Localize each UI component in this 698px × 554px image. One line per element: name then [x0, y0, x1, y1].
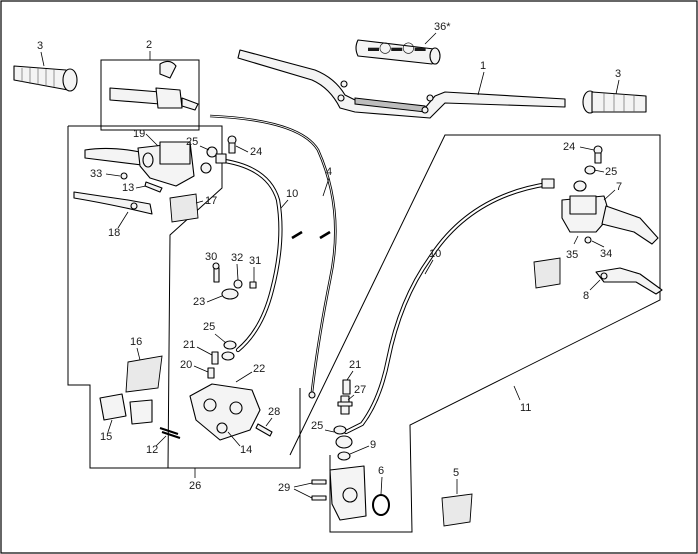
front-brake-lever-part — [73, 191, 153, 215]
callout-29: 29 — [278, 482, 290, 494]
screw-34-part — [584, 236, 592, 244]
callout-16: 16 — [130, 336, 142, 348]
front-brake-hose-part — [215, 153, 283, 353]
callout-34: 34 — [600, 248, 612, 260]
callout-8: 8 — [583, 290, 589, 302]
banjo-bolt-24-rear-part — [593, 145, 603, 164]
callout-26: 26 — [189, 480, 201, 492]
callout-14: 14 — [240, 444, 252, 456]
banjo-bolt-21-front-part — [211, 351, 219, 365]
banjo-bolt-21-rear-part — [342, 379, 351, 395]
callout-5: 5 — [453, 467, 459, 479]
rear-brake-lever-part — [595, 267, 663, 295]
decal-5-part — [441, 493, 473, 527]
callout-31: 31 — [249, 255, 261, 267]
nut-31-part — [249, 281, 257, 289]
callout-23: 23 — [193, 296, 205, 308]
callout-3-right: 3 — [615, 68, 621, 80]
right-grip-part — [582, 90, 647, 114]
left-grip-part — [13, 65, 78, 92]
callout-33: 33 — [90, 168, 102, 180]
callout-10-rear: 10 — [429, 248, 441, 260]
callout-25-caliper: 25 — [203, 321, 215, 333]
washer-9-part — [337, 451, 351, 461]
callout-15: 15 — [100, 431, 112, 443]
decal-35-part — [533, 257, 561, 289]
callout-6: 6 — [378, 465, 384, 477]
callout-3-left: 3 — [37, 40, 43, 52]
callout-25-front-top: 25 — [186, 136, 198, 148]
callout-4: 4 — [326, 166, 332, 178]
bolt-13-part — [144, 181, 163, 193]
decal-17-part — [169, 193, 199, 223]
callout-9: 9 — [370, 439, 376, 451]
callout-32: 32 — [231, 252, 243, 264]
callout-24-front: 24 — [250, 146, 262, 158]
callout-10-front: 10 — [286, 188, 298, 200]
washers-25-front-part — [200, 146, 218, 174]
washer-32-part — [233, 279, 243, 289]
callout-28: 28 — [268, 406, 280, 418]
banjo-bolt-24-front-part — [227, 135, 237, 154]
callout-12: 12 — [146, 444, 158, 456]
throttle-assembly-part — [109, 60, 199, 111]
callout-25-rear-bottom: 25 — [311, 420, 323, 432]
pad-pins-part — [159, 427, 181, 439]
washers-25-rear-top-part — [573, 165, 596, 192]
callout-35: 35 — [566, 249, 578, 261]
hose-clamp-23-part — [221, 288, 239, 300]
screw-33-part — [120, 172, 128, 180]
callout-21-front: 21 — [183, 339, 195, 351]
o-ring-6-part — [372, 494, 390, 516]
rear-reservoir-part — [311, 465, 367, 521]
washers-25-rear-bottom-part — [333, 425, 353, 449]
decal-16-part — [125, 355, 163, 393]
caliper-bolt-28-part — [255, 423, 273, 437]
hose-guide-screw-30-part — [212, 262, 220, 283]
svg-text:▬◯▬◯▬: ▬◯▬◯▬ — [368, 42, 426, 54]
front-master-cylinder-part — [84, 141, 195, 187]
callout-11: 11 — [520, 402, 531, 414]
callout-20: 20 — [180, 359, 192, 371]
callout-13: 13 — [122, 182, 134, 194]
callout-36: 36* — [434, 21, 451, 33]
callout-27: 27 — [354, 384, 366, 396]
handlebar-part — [237, 49, 566, 119]
callout-19: 19 — [133, 128, 145, 140]
throttle-cable-part — [209, 114, 337, 399]
callout-25-rear-top: 25 — [605, 166, 617, 178]
washers-25-caliper-part — [221, 340, 237, 361]
rear-brake-group-frame — [289, 134, 661, 533]
callout-18: 18 — [108, 227, 120, 239]
callout-24-rear: 24 — [563, 141, 575, 153]
callout-21-rear: 21 — [349, 359, 361, 371]
front-brake-caliper-part — [189, 383, 261, 441]
bleed-valve-20-part — [207, 367, 215, 379]
callout-17: 17 — [205, 195, 217, 207]
callout-7: 7 — [616, 181, 622, 193]
handlebar-pad-part: ▬◯▬◯▬ — [355, 39, 441, 65]
rear-master-cylinder-part — [561, 195, 659, 245]
fitting-27-part — [337, 395, 353, 415]
brake-pads-part — [99, 393, 153, 425]
callout-1: 1 — [480, 60, 486, 72]
rear-brake-hose-part — [343, 178, 555, 435]
callout-22: 22 — [253, 363, 265, 375]
callout-2: 2 — [146, 39, 152, 51]
callout-30: 30 — [205, 251, 217, 263]
